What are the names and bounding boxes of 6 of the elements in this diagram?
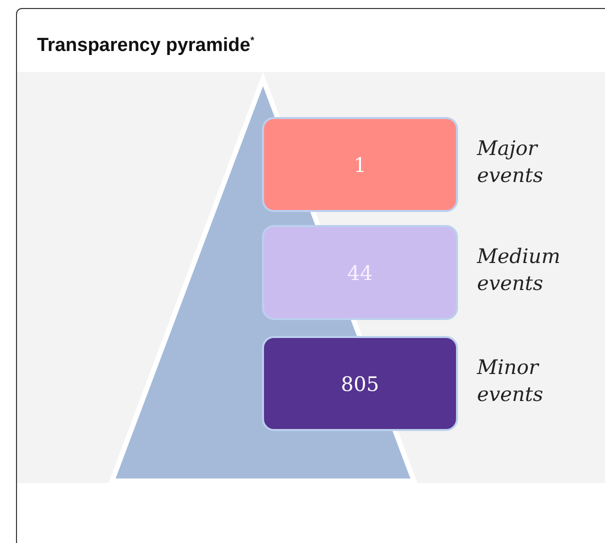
count-box: 1	[262, 117, 458, 212]
category-label: Major events	[477, 135, 544, 189]
category-label: Medium events	[477, 243, 562, 297]
count-box: 805	[262, 336, 458, 431]
title: Transparency pyramide$^{*}$	[37, 35, 254, 57]
category-label: Minor events	[477, 354, 544, 408]
